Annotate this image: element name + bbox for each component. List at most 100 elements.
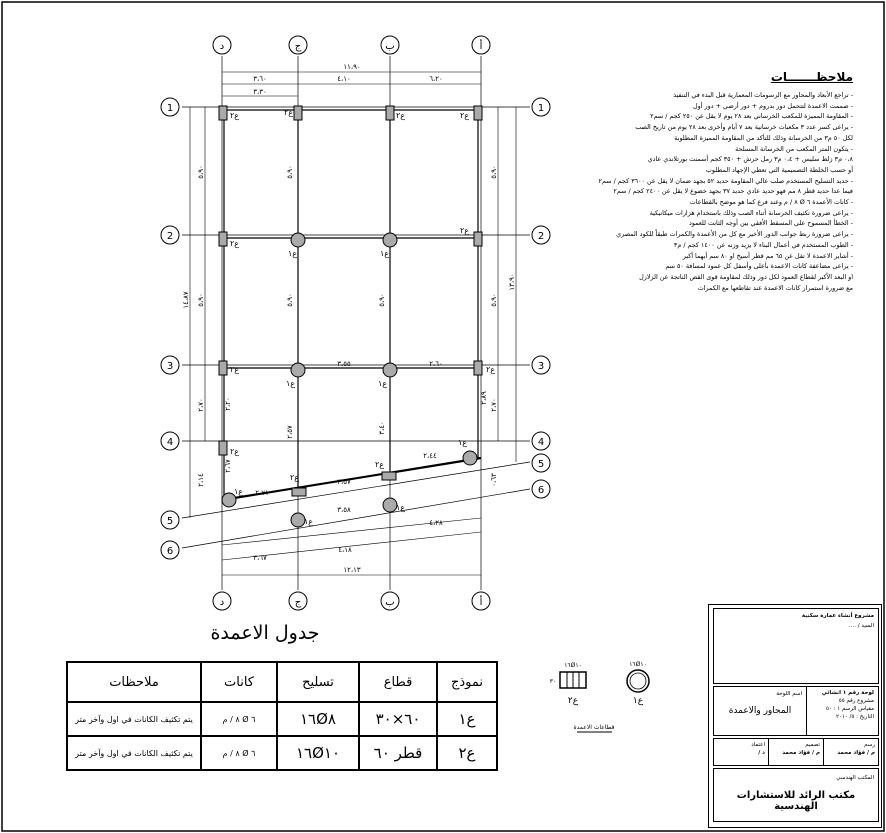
dimension-labels: ١١،٩٠ ٣،٦٠ ٤،١٠ ٦،٢٠ ٣،٣٠ ١٣،٩٠ ٥،٩٠ ٥،٩… [182, 63, 516, 574]
schedule-title: جدول الاعمدة [210, 622, 320, 644]
notes-panel: ملاحظـــــــات - تراجع الأبعاد والمحاور … [585, 70, 853, 293]
note-item: - تراجع الأبعاد والمحاور مع الرسومات الم… [673, 91, 853, 99]
axis-label-j-top: ج [295, 41, 302, 52]
dim-inner: ٢،٦٠ [429, 360, 443, 368]
bubble-a-top [471, 35, 491, 55]
project-owner: السيد / .... [849, 623, 874, 629]
round-section-outline [626, 669, 650, 693]
bubble-1-left [160, 97, 180, 117]
dim-inner: ٢،٤٤ [423, 452, 437, 460]
bubble-a-bottom [471, 591, 491, 611]
column-round [382, 232, 398, 248]
bubble-2-left [160, 225, 180, 245]
dim-bottom-3: ٣،٦٧ [253, 554, 267, 562]
note-item: - أشاير الاعمدة لا تقل عن ٦٥ مم قطر أسيخ… [682, 251, 853, 260]
cell-section: قطر ٦٠ [358, 735, 438, 771]
column-tag: ع٢ [230, 111, 239, 120]
dim-line-bottom [221, 517, 482, 546]
column-rect [381, 471, 397, 481]
axis-label-2-right: 2 [538, 231, 544, 242]
drawing-name-box: اسم اللوحة المحاور والاعمدة [714, 687, 807, 735]
column-tag: ع٢ [396, 111, 405, 120]
bubble-1-right [531, 97, 551, 117]
structural-grid [181, 56, 531, 590]
note-item: - يراعى ضرورة ربط جوانب الدور الأخير مع … [616, 230, 853, 239]
sheet-info: لوحة رقم ١ انشائي مشروع رقم ٥٥ مقياس الر… [812, 689, 874, 721]
rect-section-side-dim: ٣٠ [550, 678, 556, 685]
axis-line-6 [181, 488, 531, 549]
title-block-office: المكتب الهندسي مكتب الرائد للاستشارات ال… [713, 768, 879, 822]
column-tag: ع٢ [460, 111, 469, 120]
column-tag: ع١ [380, 249, 389, 258]
column-rect [293, 105, 303, 121]
axis-label-2-left: 2 [167, 231, 173, 242]
dim-inner: ٢،٨٩ [480, 391, 488, 405]
bubble-3-right [531, 355, 551, 375]
dim-left-1: ٥،٩٠ [197, 165, 205, 179]
column-tag: ع١ [378, 379, 387, 388]
axis-label-a-top: أ [480, 39, 483, 52]
column-rect [473, 231, 483, 247]
axis-label-j-bottom: ج [295, 597, 302, 608]
dim-inner: ٥،٩٠ [286, 293, 294, 307]
column-tag: ع١ [286, 379, 295, 388]
column-rect [218, 360, 228, 376]
dim-right-1: ٥،٩٠ [490, 165, 498, 179]
dim-top-total: ١١،٩٠ [343, 63, 360, 71]
note-item: - يتكون المتر المكعب من الخرسانة المسلحة [735, 144, 853, 153]
dim-right-total: ١٣،٩٠ [508, 273, 516, 290]
section-details [559, 669, 650, 733]
signature-label: تصميم [805, 742, 820, 748]
dim-bottom-2: ٤،١٨ [338, 546, 352, 554]
header-stirrups: كانات [200, 661, 278, 703]
note-item: - كانات الأعمدة ٦ Ø ٨ / م وعند فرع كما ه… [689, 198, 853, 207]
note-item: ٠،٨ م٣ زلط سليس + ٠،٤ م٣ رمل حرش + ٣٥٠ ك… [647, 155, 853, 164]
axis-label-6-left: 6 [167, 546, 173, 557]
dim-right-small: ٠،٦٣ [490, 473, 498, 487]
column-tag: ع٢ [375, 460, 384, 469]
column-tag: ع٢ [230, 365, 239, 374]
bubble-3-left [160, 355, 180, 375]
axis-label-5-right: 5 [538, 459, 544, 470]
cell-reinforcement: ١٦Ø٨ [276, 701, 360, 737]
bubble-4-right [531, 431, 551, 451]
cell-model: ع١ [436, 701, 498, 737]
notes-list: - تراجع الأبعاد والمحاور مع الرسومات الم… [585, 90, 853, 293]
bubble-b-bottom [380, 591, 400, 611]
axis-label-5-left: 5 [167, 516, 173, 527]
bubble-4-left [160, 431, 180, 451]
signature-cell: رسم م / فؤاد محمد [823, 739, 878, 765]
drawing-name: المحاور والاعمدة [728, 706, 792, 716]
cell-reinforcement: ١٦Ø١٠ [276, 735, 360, 771]
axis-line-5 [181, 461, 531, 519]
office-label: المكتب الهندسي [836, 775, 874, 781]
axis-label-3-left: 3 [167, 361, 173, 372]
column-tag: ع٢ [230, 447, 239, 456]
bubble-j-bottom [288, 591, 308, 611]
round-section-top-dim: ١٦Ø١٠ [629, 661, 647, 668]
dim-top-sub: ٣،٣٠ [253, 88, 267, 96]
bubble-j-top [288, 35, 308, 55]
column-rect [473, 360, 483, 376]
column-tag: ع٢ [230, 239, 239, 248]
dim-inner: ٥،٩٠ [286, 165, 294, 179]
header-section: قطاع [358, 661, 438, 703]
header-notes: ملاحظات [66, 661, 202, 703]
cell-note: يتم تكثيف الكانات في اول وآخر متر [66, 735, 202, 771]
drawing-label: اسم اللوحة [776, 691, 802, 697]
axis-label-4-right: 4 [538, 437, 544, 448]
column-tag: ع٢ [284, 108, 293, 117]
dim-inner: ٢،٧١ [255, 489, 269, 497]
dim-inner: ٣،٥٨ [337, 506, 351, 514]
sheet-info-line: التاريخ : ٥/ ٢٠١٠ [835, 714, 874, 720]
axis-bubble-labels: د ج ب أ د ج ب أ 1 2 3 4 5 6 1 2 3 4 5 6 [167, 39, 544, 608]
column-tag: ع١ [396, 503, 405, 512]
column-rect [385, 105, 395, 121]
columns [218, 105, 483, 528]
section-detail-labels: ١٦Ø١٠ ١٦Ø١٠ ٣٠ ع٢ ع١ قطاعات الاعمدة [550, 661, 647, 731]
cell-note: يتم تكثيف الكانات في اول وآخر متر [66, 701, 202, 737]
table-row: ع٢ قطر ٦٠ ١٦Ø١٠ ٦ Ø ٨ / م يتم تكثيف الكا… [66, 735, 498, 771]
bubble-5-right [531, 453, 551, 473]
note-item: - حديد التسليح المستخدم صلب عالي المقاوم… [598, 176, 853, 185]
note-item: - المقاومة المميزة للمكعب الخرساني بعد ٢… [650, 112, 853, 121]
